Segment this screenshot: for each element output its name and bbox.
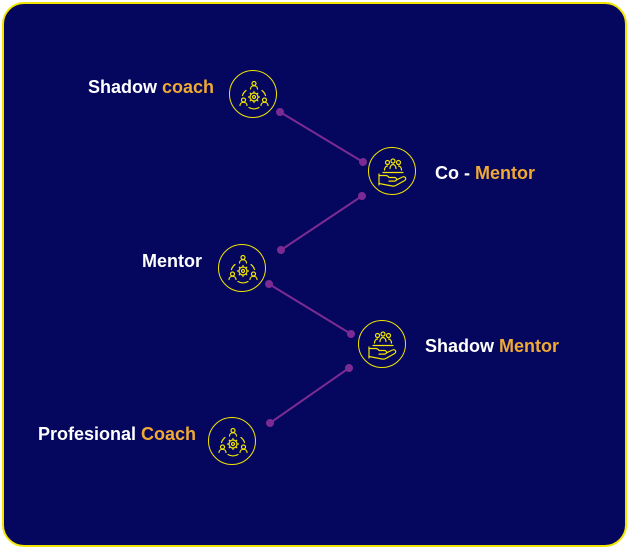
connector-dot [345, 364, 353, 372]
connector-dot [276, 108, 284, 116]
node-label-shadow-mentor: Shadow Mentor [425, 335, 559, 357]
coaching-people-gear-icon [229, 70, 277, 118]
label-main: Profesional [37, 424, 136, 444]
connector-lines [265, 108, 367, 427]
label-accent: coach [161, 77, 214, 97]
connector-co-mentor-to-mentor [280, 195, 363, 251]
connector-dot [266, 419, 274, 427]
node-label-profesional-coach: Profesional Coach [8, 423, 196, 445]
connector-dot [347, 330, 355, 338]
label-main: Shadow [87, 77, 157, 97]
hand-holding-group-icon [368, 147, 416, 195]
label-accent: Mentor [475, 163, 536, 183]
node-label-shadow-coach: Shadow coach [44, 76, 214, 98]
coaching-people-gear-icon [208, 417, 256, 465]
coaching-people-gear-icon [218, 244, 266, 292]
connector-dot [277, 246, 285, 254]
connector-shadow-mentor-to-profesional-coach [269, 367, 350, 424]
label-accent: Coach [140, 424, 196, 444]
label-accent: Mentor [499, 336, 560, 356]
connector-dot [358, 192, 366, 200]
node-label-mentor: Mentor [44, 250, 202, 272]
connector-mentor-to-shadow-mentor [268, 283, 352, 335]
label-main: Shadow [425, 336, 495, 356]
label-main: Mentor [142, 251, 202, 271]
diagram-frame: Shadow coach Co - Me [2, 2, 627, 547]
connector-dot [359, 158, 367, 166]
node-label-co-mentor: Co - Mentor [435, 162, 535, 184]
connector-dot [265, 280, 273, 288]
connector-shadow-coach-to-co-mentor [279, 111, 364, 163]
hand-holding-group-icon [358, 320, 406, 368]
label-main: Co - [435, 163, 470, 183]
